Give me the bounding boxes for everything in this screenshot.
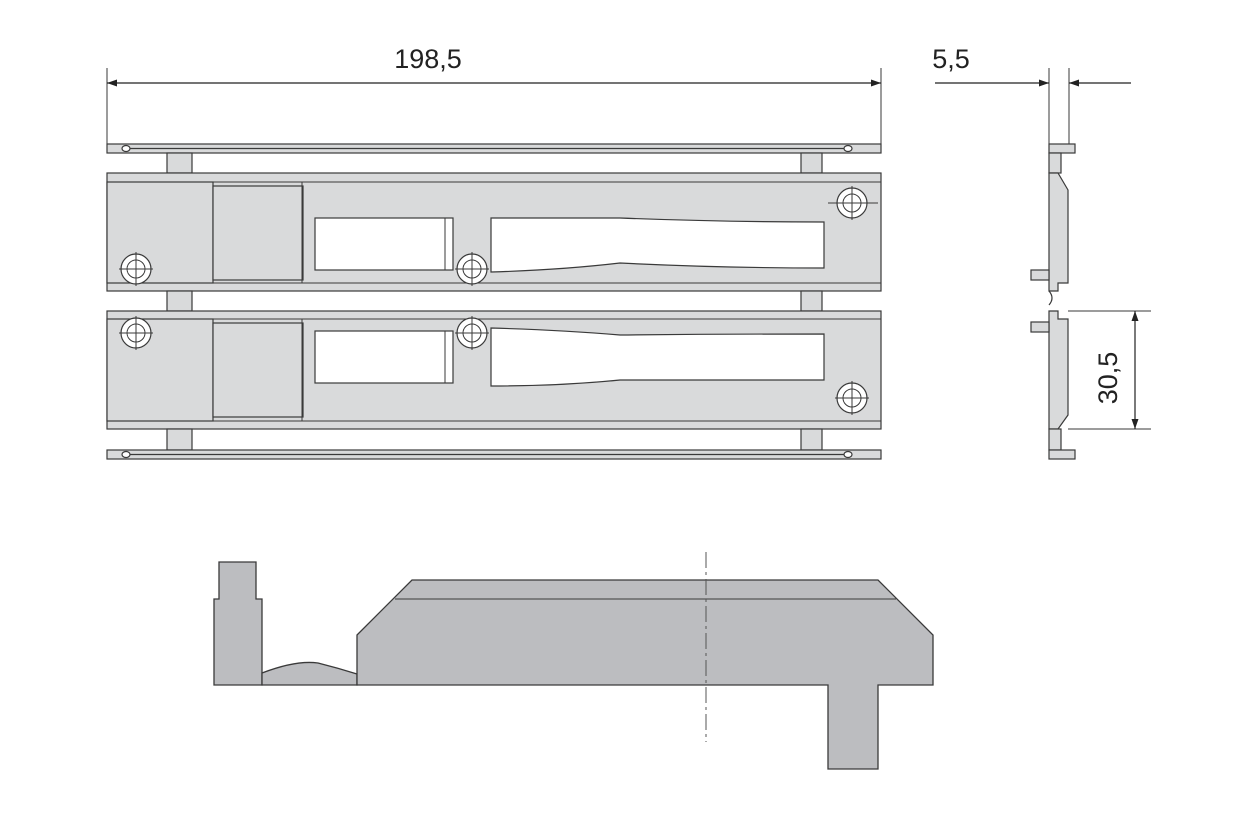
bottom-rail xyxy=(106,428,882,460)
break-line xyxy=(1048,290,1053,306)
middle-posts xyxy=(166,290,823,312)
upper-plate xyxy=(106,172,882,292)
thickness-label: 5,5 xyxy=(932,44,970,74)
slot-opening xyxy=(490,217,825,273)
mid-post-left xyxy=(166,290,193,312)
rail-slot xyxy=(121,144,853,153)
side-plate xyxy=(1048,172,1069,292)
side-post xyxy=(1048,428,1062,451)
rail-post-left xyxy=(166,428,193,451)
length-dimension: 198,5 xyxy=(106,44,882,150)
recess xyxy=(212,322,304,418)
window-opening xyxy=(314,217,454,271)
side-rail-top xyxy=(1048,143,1076,154)
slide-frame xyxy=(301,318,882,422)
side-rail-bottom xyxy=(1048,449,1076,460)
section-web xyxy=(261,661,358,686)
screw-hole-center xyxy=(455,252,489,286)
window-opening xyxy=(314,330,454,384)
rail-slot xyxy=(121,450,853,459)
screw-hole-center xyxy=(455,316,489,350)
side-plate xyxy=(1048,310,1069,430)
top-rail xyxy=(106,143,882,174)
section-body xyxy=(356,579,934,770)
rail-post-right xyxy=(800,428,823,451)
side-view: 5,5 30,5 xyxy=(932,44,1151,460)
section-view xyxy=(213,552,934,770)
lower-plate xyxy=(106,310,882,430)
length-label: 198,5 xyxy=(394,44,462,74)
height-dimension: 30,5 xyxy=(1068,310,1151,430)
screw-hole-left xyxy=(119,252,153,286)
height-label: 30,5 xyxy=(1093,352,1123,405)
screw-hole-right xyxy=(835,381,869,415)
side-tab xyxy=(1030,321,1050,333)
section-lug xyxy=(213,561,263,686)
side-profile-lower xyxy=(1030,310,1076,460)
mid-post-right xyxy=(800,290,823,312)
thickness-dimension: 5,5 xyxy=(932,44,1131,150)
side-tab xyxy=(1030,269,1050,281)
slot-opening xyxy=(490,327,825,387)
side-profile-upper xyxy=(1030,143,1076,306)
rail-post-left xyxy=(166,152,193,174)
screw-hole-right xyxy=(828,186,878,220)
screw-hole-left xyxy=(119,316,153,350)
recess xyxy=(212,185,304,281)
side-post xyxy=(1048,152,1062,174)
rail-post-right xyxy=(800,152,823,174)
slide-frame xyxy=(301,181,882,284)
front-view: 198,5 xyxy=(106,44,882,460)
